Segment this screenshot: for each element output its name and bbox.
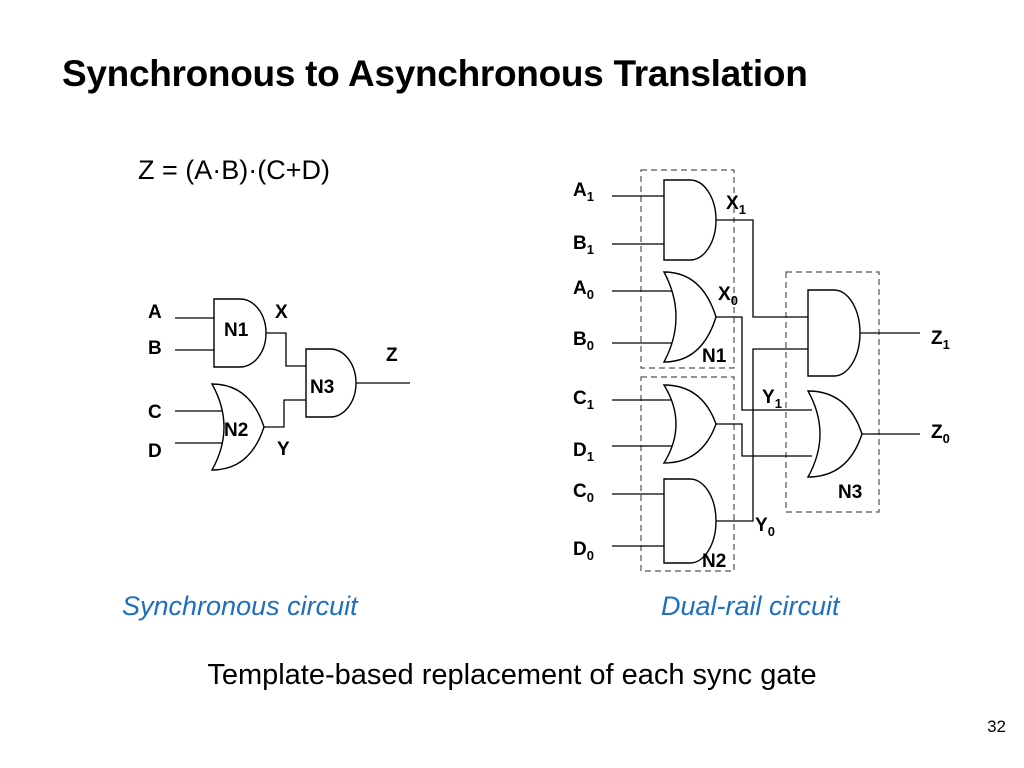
wire-x1 [716, 219, 808, 318]
label-z: Z [386, 345, 398, 366]
page-number: 32 [987, 717, 1006, 736]
label-n1: N1 [224, 320, 249, 341]
label-x0: X0 [718, 284, 738, 308]
or-gate-c1d1 [662, 384, 717, 464]
caption-dual-rail: Dual-rail circuit [661, 591, 840, 621]
label-x: X [275, 302, 288, 323]
label-b1: B1 [573, 233, 594, 257]
dual-rail-circuit: A1 B1 A0 B0 C1 D1 C0 D0 X1 X0 Y1 Y0 Z1 Z… [573, 169, 950, 572]
label-c0: C0 [573, 481, 594, 505]
label-dual-n3: N3 [838, 482, 862, 503]
and-gate-n3 [305, 348, 357, 418]
and-gate-n1 [213, 298, 267, 368]
wire-x [264, 332, 306, 367]
label-d0: D0 [573, 539, 594, 563]
label-dual-n2: N2 [702, 551, 726, 572]
box-n3 [785, 271, 880, 513]
wire-y [264, 399, 306, 428]
or-gate-a0b0 [662, 271, 717, 363]
box-n1 [640, 169, 735, 369]
label-dual-n1: N1 [702, 346, 727, 367]
label-z0: Z0 [931, 422, 950, 446]
label-a: A [148, 302, 162, 323]
and-gate-c0d0 [663, 478, 717, 564]
and-gate-x1y0 [807, 289, 861, 377]
box-n2 [640, 376, 735, 572]
equation: Z = (A·B)·(C+D) [138, 155, 330, 185]
label-a1: A1 [573, 180, 594, 204]
label-d1: D1 [573, 440, 594, 464]
sync-circuit: A B C D X Y Z N1 N2 N3 [148, 298, 410, 471]
caption-sync: Synchronous circuit [122, 591, 358, 621]
wire-x0 [716, 316, 812, 411]
label-c1: C1 [573, 388, 594, 412]
label-n2: N2 [224, 420, 248, 441]
wire-y0 [716, 348, 808, 522]
label-b: B [148, 338, 162, 359]
or-gate-n2 [210, 383, 265, 471]
label-n3: N3 [310, 377, 334, 398]
label-y: Y [277, 439, 290, 460]
label-z1: Z1 [931, 328, 950, 352]
and-gate-a1b1 [663, 179, 717, 261]
label-y0: Y0 [755, 515, 775, 539]
label-b0: B0 [573, 329, 594, 353]
slide-title: Synchronous to Asynchronous Translation [62, 53, 808, 94]
label-d: D [148, 441, 162, 462]
label-a0: A0 [573, 278, 594, 302]
label-c: C [148, 402, 162, 423]
subtitle: Template-based replacement of each sync … [207, 659, 817, 691]
label-x1: X1 [726, 193, 746, 217]
label-y1: Y1 [762, 387, 782, 411]
wire-y1 [716, 423, 812, 457]
or-gate-x0y1 [806, 390, 863, 478]
